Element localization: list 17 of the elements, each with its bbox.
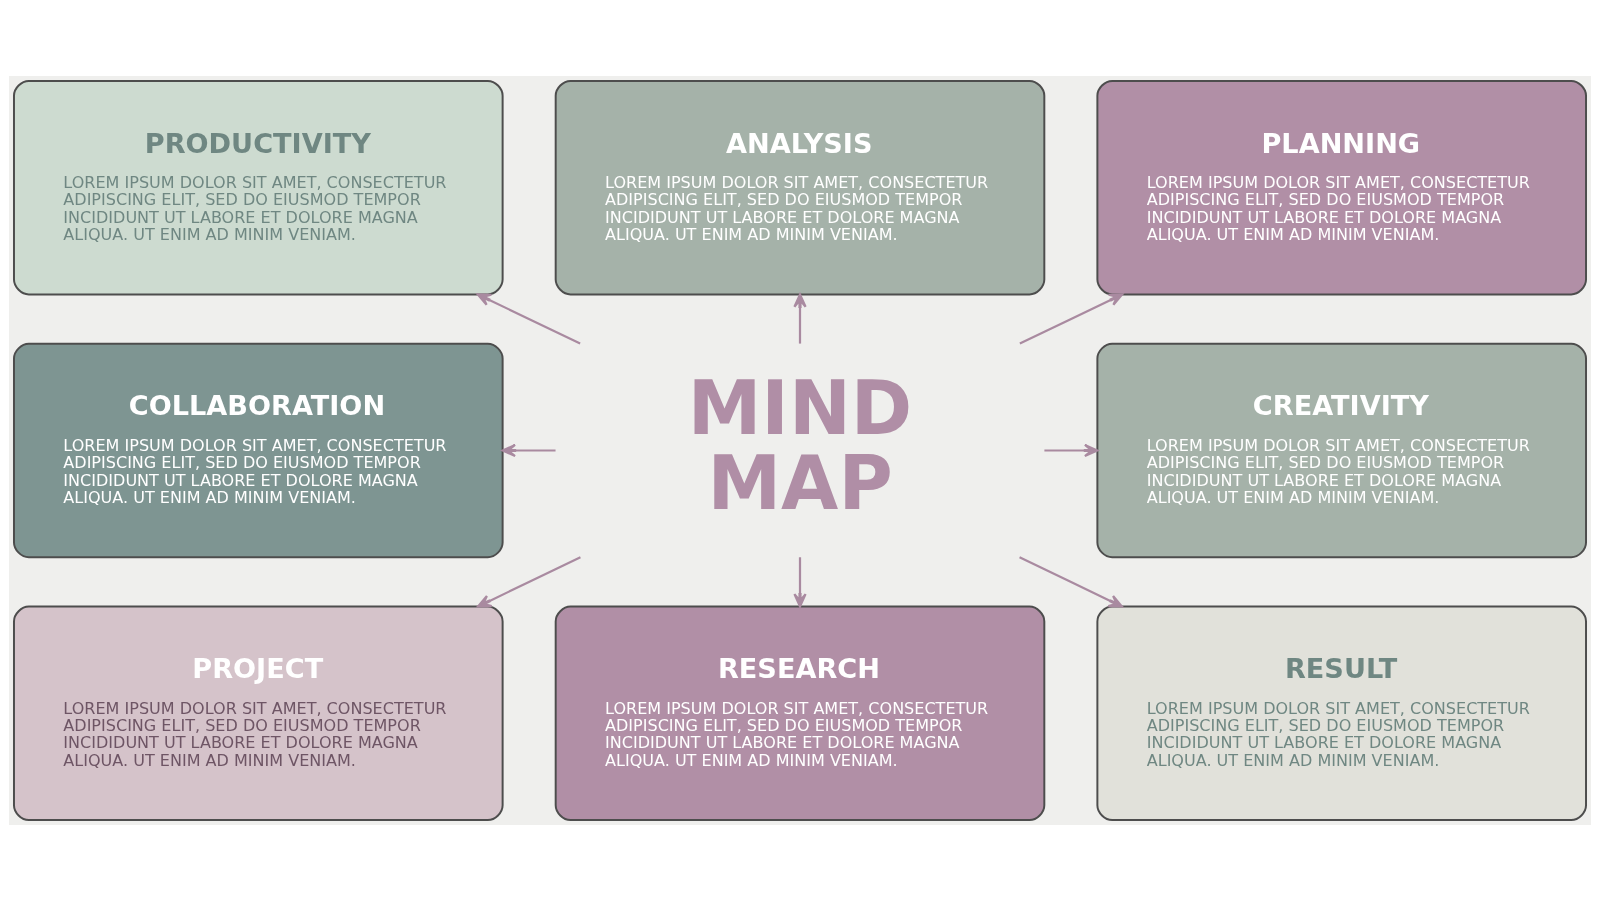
- arrow: [793, 556, 807, 608]
- arrow: [501, 443, 556, 457]
- node-box: RESEARCH LOREM IPSUM DOLOR SIT AMET, CONSECTETUR ADIPISCING ELIT, SED DO EIUSMOD TEMPOR INCIDIDUNT UT LABORE ET DOLORE MAGNA ALIQUA. UT ENIM AD MINIM VENIAM.: [554, 605, 1046, 821]
- node-box: PROJECT LOREM IPSUM DOLOR SIT AMET, CONSECTETUR ADIPISCING ELIT, SED DO EIUSMOD TEMPOR INCIDIDUNT UT LABORE ET DOLORE MAGNA ALIQUA. UT ENIM AD MINIM VENIAM.: [13, 605, 504, 821]
- arrow: [476, 292, 581, 345]
- arrow: [1019, 292, 1124, 345]
- arrow: [793, 292, 807, 344]
- arrow: [477, 555, 581, 608]
- arrow: [1044, 443, 1099, 457]
- node-box: PRODUCTIVITY LOREM IPSUM DOLOR SIT AMET, CONSECTETUR ADIPISCING ELIT, SED DO EIUSMOD TEMPOR INCIDIDUNT UT LABORE ET DOLORE MAGNA ALIQUA. UT ENIM AD MINIM VENIAM.: [13, 79, 504, 295]
- node-text: MIND MAP: [687, 364, 913, 525]
- arrow: [1019, 555, 1123, 608]
- node-box: ANALYSIS LOREM IPSUM DOLOR SIT AMET, CONSECTETUR ADIPISCING ELIT, SED DO EIUSMOD TEMPOR INCIDIDUNT UT LABORE ET DOLORE MAGNA ALIQUA. UT ENIM AD MINIM VENIAM.: [554, 79, 1046, 295]
- node-box: PLANNING LOREM IPSUM DOLOR SIT AMET, CONSECTETUR ADIPISCING ELIT, SED DO EIUSMOD TEMPOR INCIDIDUNT UT LABORE ET DOLORE MAGNA ALIQUA. UT ENIM AD MINIM VENIAM.: [1096, 79, 1587, 295]
- node-box: COLLABORATION LOREM IPSUM DOLOR SIT AMET, CONSECTETUR ADIPISCING ELIT, SED DO EIUSMOD TEMPOR INCIDIDUNT UT LABORE ET DOLORE MAGNA ALIQUA. UT ENIM AD MINIM VENIAM.: [13, 342, 504, 558]
- node-box: CREATIVITY LOREM IPSUM DOLOR SIT AMET, CONSECTETUR ADIPISCING ELIT, SED DO EIUSMOD TEMPOR INCIDIDUNT UT LABORE ET DOLORE MAGNA ALIQUA. UT ENIM AD MINIM VENIAM.: [1096, 342, 1587, 558]
- node-box: RESULT LOREM IPSUM DOLOR SIT AMET, CONSECTETUR ADIPISCING ELIT, SED DO EIUSMOD TEMPOR INCIDIDUNT UT LABORE ET DOLORE MAGNA ALIQUA. UT ENIM AD MINIM VENIAM.: [1096, 605, 1587, 821]
